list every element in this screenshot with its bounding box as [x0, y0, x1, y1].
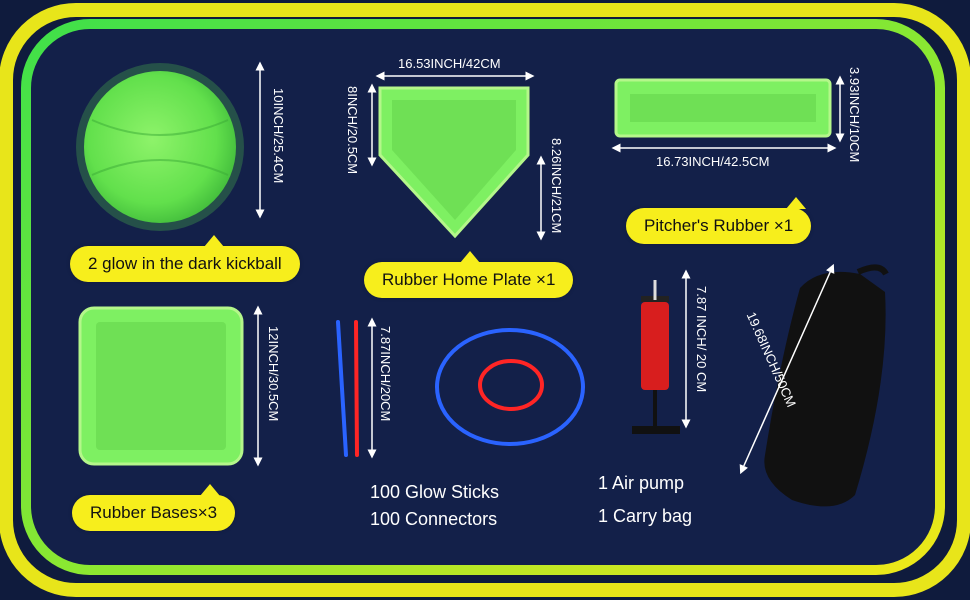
- kickball-seam: [91, 119, 229, 176]
- glow-sticks-label: 100 Glow Sticks: [370, 482, 500, 502]
- pump-cylinder: [641, 302, 669, 390]
- pitchers-rubber-height-dimension: 3.93INCH/10CM: [847, 67, 862, 163]
- outer-frame-yellow: [0, 3, 970, 597]
- home-plate-inner: [392, 100, 516, 220]
- home-plate-caption: Rubber Home Plate ×1: [364, 251, 574, 298]
- pitchers-rubber-inner: [630, 94, 816, 122]
- kickball-ball: [84, 71, 236, 223]
- pump-foot: [632, 426, 680, 434]
- connectors-label: 100 Connectors: [370, 509, 498, 529]
- carry-bag-dimension-arrow: [739, 263, 835, 475]
- carry-bag-strap: [856, 264, 889, 276]
- air-pump-dimension: 7.87 INCH/ 20 CM: [694, 286, 709, 393]
- home-plate-height-dimension: 8.26INCH/21CM: [549, 138, 564, 234]
- base-inner: [96, 322, 226, 450]
- pitchers-rubber-caption: Pitcher's Rubber ×1: [626, 197, 812, 244]
- pitchers-rubber-width-dimension: 16.73INCH/42.5CM: [656, 154, 770, 169]
- glow-ring-blue: [435, 328, 585, 446]
- bases-caption: Rubber Bases×3: [72, 484, 236, 531]
- glow-stick-dimension: 7.87INCH/20CM: [378, 326, 393, 422]
- air-pump-label: 1 Air pump: [598, 473, 685, 493]
- base-dimension: 12INCH/30.5CM: [266, 326, 281, 422]
- kickball-caption: 2 glow in the dark kickball: [70, 235, 300, 282]
- glow-ring-red: [478, 359, 544, 411]
- carry-bag-label: 1 Carry bag: [598, 506, 693, 526]
- kickball-dimension: 10INCH/25.4CM: [271, 88, 286, 184]
- glow-stick-blue: [336, 320, 348, 457]
- home-plate-width-dimension: 16.53INCH/42CM: [398, 56, 501, 71]
- glow-stick-red: [354, 320, 359, 457]
- home-plate-side-dimension: 8INCH/20.5CM: [345, 86, 360, 175]
